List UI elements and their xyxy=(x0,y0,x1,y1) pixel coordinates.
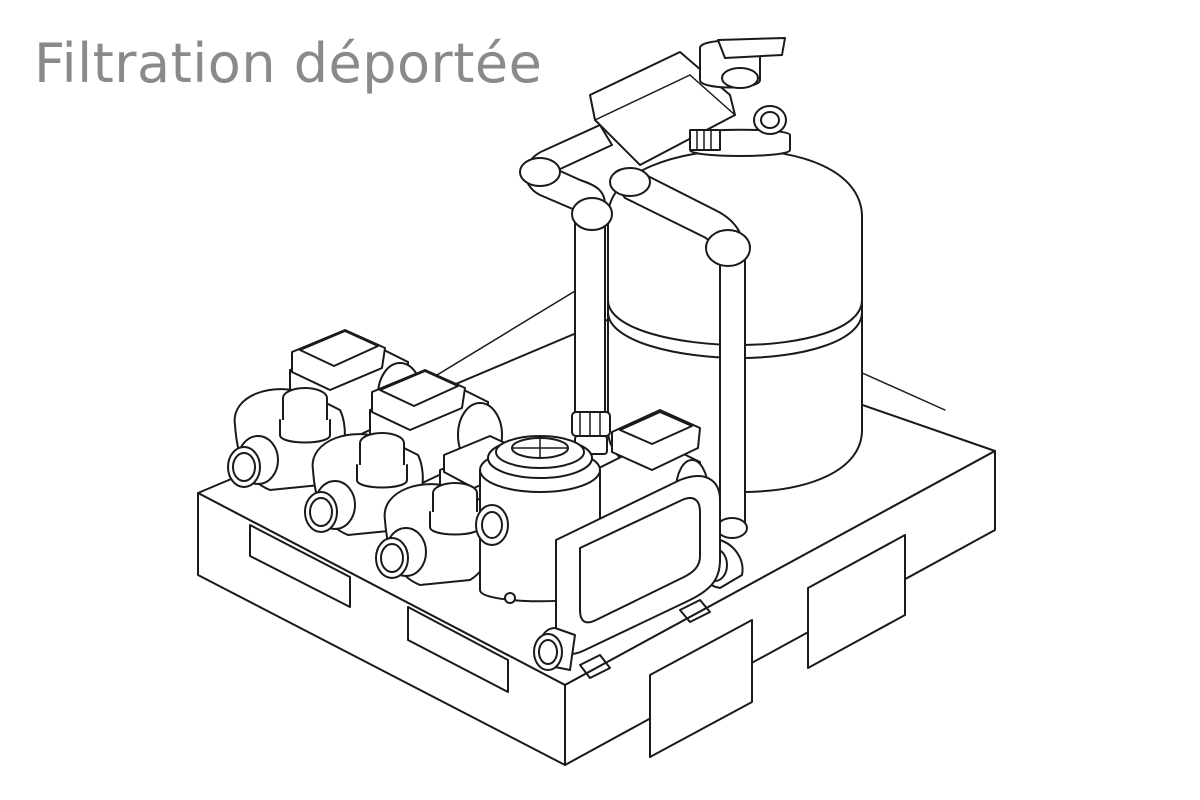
variable-speed-pump xyxy=(475,409,721,679)
page-title: Filtration déportée xyxy=(34,32,543,95)
multiport-valve xyxy=(589,37,786,166)
